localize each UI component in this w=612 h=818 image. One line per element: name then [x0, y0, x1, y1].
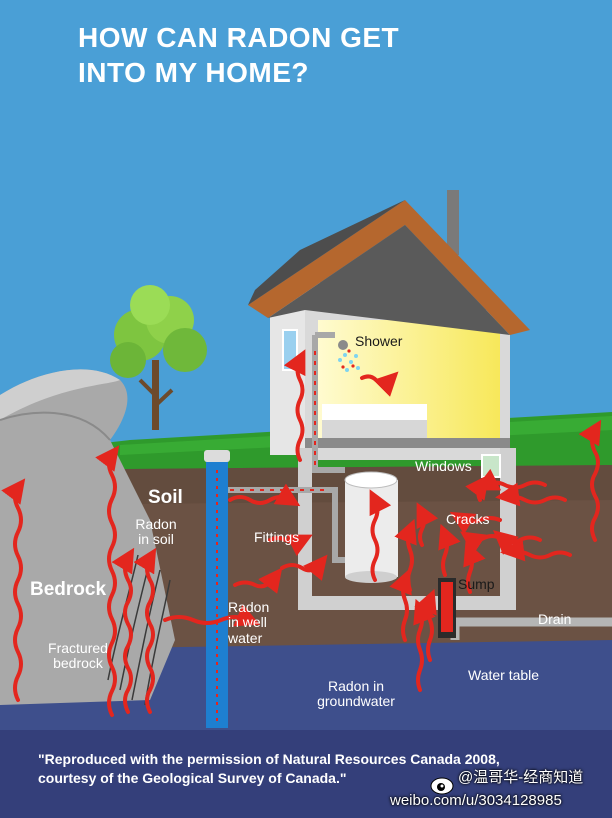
radon-arrow-icon — [163, 604, 261, 627]
bedrock — [0, 369, 175, 705]
label-radon-in-soil-2: in soil — [138, 531, 174, 548]
label-well-3: water — [228, 629, 263, 646]
radon-arrow-icon — [495, 482, 567, 507]
radon-arrow-icon — [95, 445, 120, 717]
radon-arrow-icon — [283, 349, 306, 462]
watermark-handle: @温哥华-经商知道 — [458, 769, 584, 786]
radon-arrow-icon — [492, 530, 542, 555]
label-soil: Soil — [148, 487, 183, 508]
label-ground-1: Radon in — [327, 678, 385, 694]
label-radon-in-well-water: Radon in well water — [228, 599, 270, 646]
credit-line-1: "Reproduced with the permission of Natur… — [38, 751, 500, 767]
credit-line-2: courtesy of the Geological Survey of Can… — [38, 769, 347, 786]
radon-arrow-icon — [369, 489, 392, 582]
radon-arrow-icon — [500, 537, 572, 562]
radon-arrows — [1, 349, 602, 717]
watermark-url: weibo.com/u/3034128985 — [390, 792, 562, 809]
label-shower: Shower — [355, 333, 403, 349]
label-radon-in-soil: Radon in soil — [128, 516, 184, 548]
title-line-2: INTO MY HOME? — [78, 57, 310, 88]
weibo-eye-icon — [430, 777, 454, 795]
title-line-1: HOW CAN RADON GET — [78, 22, 400, 53]
radon-arrow-icon — [465, 474, 490, 502]
tree-icon — [110, 285, 207, 430]
radon-arrow-icon — [233, 567, 283, 594]
radon-arrow-icon — [416, 502, 439, 547]
label-cracks: Cracks — [446, 511, 490, 527]
radon-arrow-icon — [449, 511, 502, 535]
radon-arrow-icon — [389, 568, 412, 642]
radon-arrow-icon — [578, 419, 602, 542]
radon-arrow-icon — [280, 554, 328, 581]
credit-note: "Reproduced with the permission of Natur… — [38, 750, 500, 788]
shower-head-icon — [338, 340, 360, 372]
sump-pit — [438, 578, 456, 638]
label-windows: Windows — [415, 458, 472, 474]
radon-arrow-icon — [460, 531, 502, 555]
label-drain: Drain — [538, 611, 572, 627]
label-fractured-2: bedrock — [53, 655, 103, 672]
well-pipe — [204, 450, 230, 728]
label-bedrock: Bedrock — [30, 579, 107, 600]
label-well-2: in well — [228, 614, 267, 631]
radon-arrow-icon — [133, 547, 157, 714]
radon-arrow-icon — [111, 547, 135, 714]
radon-arrow-icon — [360, 371, 399, 397]
label-well-1: Radon — [228, 599, 270, 615]
radon-arrow-icon — [228, 483, 301, 507]
label-water-table: Water table — [468, 667, 540, 683]
radon-arrow-icon — [268, 534, 313, 557]
radon-arrow-icon — [413, 598, 436, 692]
label-sump: Sump — [458, 576, 495, 592]
radon-arrow-icon — [1, 478, 26, 702]
page-title: HOW CAN RADON GET INTO MY HOME? — [78, 20, 399, 90]
label-fractured-bedrock: Fractured bedrock — [40, 640, 116, 672]
label-radon-in-groundwater: Radon in groundwater — [306, 678, 406, 710]
label-ground-2: groundwater — [317, 693, 395, 710]
radon-arrow-icon — [414, 588, 437, 662]
label-fittings: Fittings — [254, 529, 300, 545]
radon-arrow-icon — [438, 523, 461, 577]
label-fractured-1: Fractured — [48, 640, 108, 656]
label-radon-in-soil-1: Radon — [135, 516, 177, 532]
radon-arrow-icon — [463, 540, 486, 594]
